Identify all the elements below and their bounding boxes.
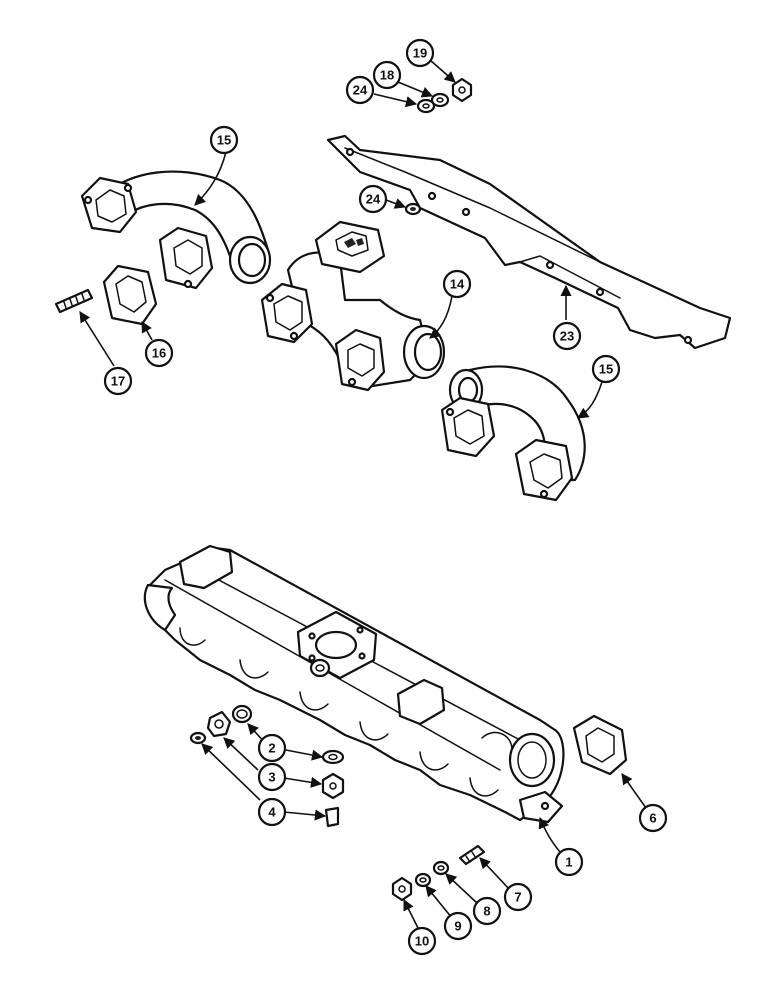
leader-17 — [79, 311, 115, 367]
leader-4 — [201, 743, 261, 801]
callout-4: 4 — [257, 797, 287, 827]
callout-24-mid-label: 24 — [366, 192, 381, 207]
callout-7: 7 — [503, 882, 533, 912]
callout-1: 1 — [554, 847, 584, 877]
callout-16-label: 16 — [152, 346, 166, 361]
callout-2-label: 2 — [268, 741, 275, 756]
leader-10 — [403, 898, 421, 933]
manifold-center-part — [260, 220, 446, 392]
leader-8 — [445, 873, 479, 905]
callout-3: 3 — [257, 762, 287, 792]
heat-shield-part — [326, 134, 732, 350]
callout-24-top: 24 — [345, 75, 375, 105]
callout-4-label: 4 — [268, 805, 276, 820]
callout-14: 14 — [442, 269, 472, 299]
leader-9 — [425, 885, 453, 919]
leader-19 — [429, 59, 456, 83]
washer-24-mid-part — [404, 202, 422, 216]
manifold-elbow-left-part — [80, 170, 272, 290]
lockwasher-9-part — [414, 872, 432, 888]
leader-24b — [385, 198, 407, 209]
callout-23: 23 — [552, 321, 582, 351]
callout-7-label: 7 — [514, 890, 521, 905]
callout-18: 18 — [372, 60, 402, 90]
leader-3b — [283, 776, 323, 788]
leader-15b — [577, 381, 603, 419]
callout-1-label: 1 — [565, 855, 572, 870]
gasket-6-part — [572, 714, 628, 776]
callout-15-upper: 15 — [209, 125, 239, 155]
callout-16: 16 — [144, 338, 174, 368]
nut-3-part — [321, 772, 345, 800]
callout-19-label: 19 — [413, 46, 427, 61]
callout-6-label: 6 — [649, 811, 656, 826]
callout-15-upper-label: 15 — [217, 133, 231, 148]
plug-2-part — [231, 704, 253, 724]
exhaust-manifold-main-part — [143, 544, 565, 824]
callout-24-top-label: 24 — [353, 83, 368, 98]
lockwasher-18-part — [430, 92, 450, 108]
callout-2: 2 — [257, 733, 287, 763]
callout-8: 8 — [472, 896, 502, 926]
callout-9: 9 — [443, 911, 473, 941]
callout-19: 19 — [405, 38, 435, 68]
washer-8-part — [432, 860, 450, 876]
washer-2-part — [321, 749, 345, 765]
leader-18 — [397, 81, 434, 98]
callout-10-label: 10 — [415, 934, 429, 949]
manifold-elbow-right-part — [440, 365, 586, 502]
leader-1 — [538, 816, 561, 853]
gasket-16-part — [102, 264, 158, 326]
leader-4b — [283, 809, 327, 821]
leader-7 — [479, 857, 511, 891]
leader-6 — [621, 773, 647, 809]
plug-3-part — [206, 710, 232, 738]
stud-17-part — [54, 288, 94, 314]
callout-6: 6 — [638, 803, 668, 833]
washer-24-top-part — [416, 98, 436, 114]
leader-14 — [429, 295, 453, 339]
leader-2b — [285, 749, 324, 761]
callout-17-label: 17 — [111, 374, 125, 389]
leader-3 — [223, 737, 259, 771]
fitting-4b-part — [324, 806, 340, 828]
leader-24a — [373, 93, 418, 108]
callout-18-label: 18 — [380, 68, 394, 83]
nut-10-part — [391, 876, 413, 902]
leader-16 — [141, 321, 153, 341]
callout-9-label: 9 — [454, 919, 461, 934]
callout-17: 17 — [103, 366, 133, 396]
leader-15a — [194, 151, 227, 206]
fitting-4-part — [189, 731, 207, 745]
nut-19-part — [451, 77, 473, 103]
callout-15-lower: 15 — [591, 354, 621, 384]
stud-7-part — [458, 844, 486, 866]
callout-10: 10 — [407, 926, 437, 956]
callout-14-label: 14 — [450, 277, 465, 292]
callout-3-label: 3 — [268, 770, 275, 785]
callout-24-mid: 24 — [358, 184, 388, 214]
callout-8-label: 8 — [483, 904, 490, 919]
leader-lines — [79, 59, 647, 933]
callout-15-lower-label: 15 — [599, 362, 613, 377]
callout-23-label: 23 — [560, 329, 574, 344]
